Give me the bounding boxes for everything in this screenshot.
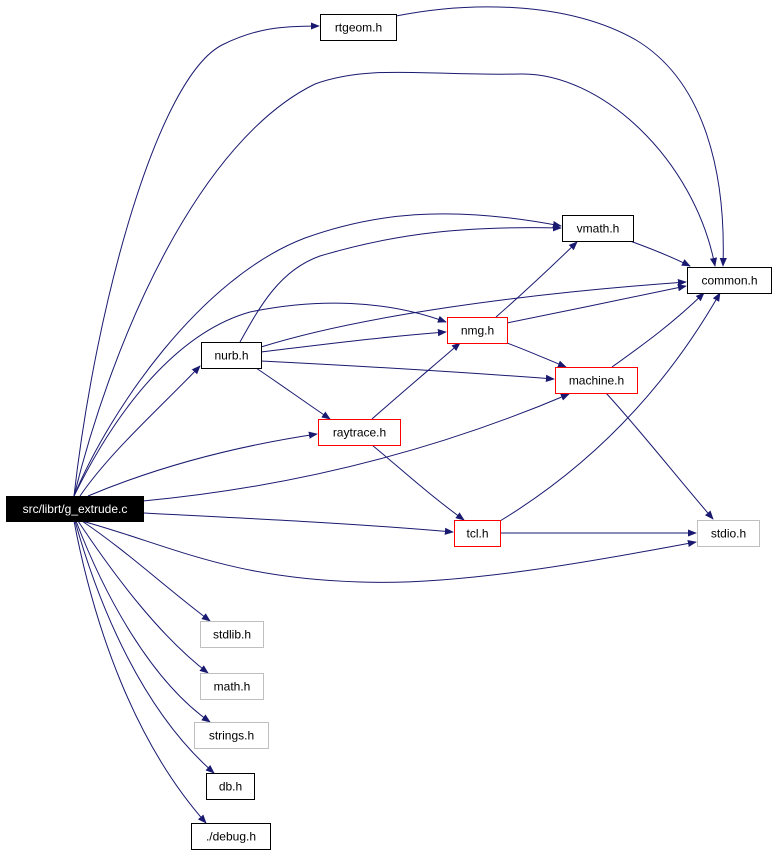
edge-g_extrude-to-nurb [79,365,201,497]
edge-nurb-to-common [260,278,687,348]
edge-nurb-to-vmath [239,224,562,343]
node-label-debug: ./debug.h [206,830,256,844]
edge-g_extrude-to-vmath [73,213,562,497]
edge-g_extrude-to-stdlib [81,520,211,622]
node-g_extrude: src/librt/g_extrude.c [6,496,144,522]
node-debug[interactable]: ./debug.h [191,823,271,850]
node-label-stdio: stdio.h [711,527,746,541]
edge-g_extrude-to-math [77,520,209,674]
edges-layer [73,6,727,824]
node-tcl[interactable]: tcl.h [454,520,501,547]
edge-machine-to-common [611,292,705,368]
node-box-machine [555,367,638,394]
edge-vmath-to-common [629,240,691,267]
node-box-g_extrude [6,496,144,522]
node-label-strings: strings.h [209,729,254,743]
node-label-nurb: nurb.h [214,349,248,363]
node-box-db [206,773,255,800]
node-strings[interactable]: strings.h [194,722,269,749]
edge-g_extrude-to-debug [73,520,207,824]
edge-g_extrude-to-tcl [142,512,454,535]
edge-rtgeom-to-common [395,6,727,267]
edge-g_extrude-to-rtgeom [73,22,320,497]
node-nmg[interactable]: nmg.h [447,317,508,344]
node-label-raytrace: raytrace.h [333,426,386,440]
node-label-rtgeom: rtgeom.h [335,21,382,35]
node-box-stdlib [200,621,264,648]
node-math[interactable]: math.h [200,673,264,700]
node-stdio[interactable]: stdio.h [697,520,760,547]
edge-g_extrude-to-stdio [81,520,697,583]
node-stdlib[interactable]: stdlib.h [200,621,264,648]
edge-g_extrude-to-machine [142,393,570,502]
edge-nurb-to-nmg [260,329,447,353]
edge-g_extrude-to-strings [75,520,211,723]
node-box-common [687,267,772,294]
node-vmath[interactable]: vmath.h [562,215,634,242]
edge-nmg-to-common [506,284,687,324]
node-box-rtgeom [320,14,397,41]
node-box-strings [194,722,269,749]
edge-nurb-to-machine [260,360,555,382]
edge-g_extrude-to-nmg [73,302,447,497]
node-box-vmath [562,215,634,242]
node-nurb[interactable]: nurb.h [201,342,262,369]
nodes-layer: src/librt/g_extrude.c rtgeom.h vmath.h comm… [6,14,772,850]
node-label-math: math.h [214,680,251,694]
edge-g_extrude-to-common [73,71,717,497]
node-label-stdlib: stdlib.h [213,628,251,642]
node-label-nmg: nmg.h [461,324,494,338]
edge-machine-to-stdio [605,392,714,520]
node-label-tcl: tcl.h [466,527,488,541]
node-label-common: common.h [701,274,757,288]
edge-g_extrude-to-db [74,520,215,774]
node-db[interactable]: db.h [206,773,255,800]
edge-nurb-to-raytrace [255,367,331,420]
node-label-g_extrude: src/librt/g_extrude.c [23,502,128,516]
node-box-stdio [697,520,760,547]
edge-g_extrude-to-raytrace [87,431,318,497]
edge-raytrace-to-nmg [371,342,461,420]
node-machine[interactable]: machine.h [555,367,638,394]
node-box-tcl [454,520,501,547]
node-label-db: db.h [219,780,242,794]
edge-nmg-to-vmath [495,241,578,318]
node-box-nmg [447,317,508,344]
node-label-vmath: vmath.h [577,222,620,236]
node-rtgeom[interactable]: rtgeom.h [320,14,397,41]
node-raytrace[interactable]: raytrace.h [318,419,401,446]
node-box-raytrace [318,419,401,446]
edge-tcl-to-common [499,292,721,522]
node-box-nurb [201,342,262,369]
edge-nmg-to-machine [506,342,567,368]
node-common[interactable]: common.h [687,267,772,294]
node-box-math [200,673,264,700]
node-box-debug [191,823,271,850]
node-label-machine: machine.h [569,374,624,388]
edge-raytrace-to-tcl [371,444,465,521]
